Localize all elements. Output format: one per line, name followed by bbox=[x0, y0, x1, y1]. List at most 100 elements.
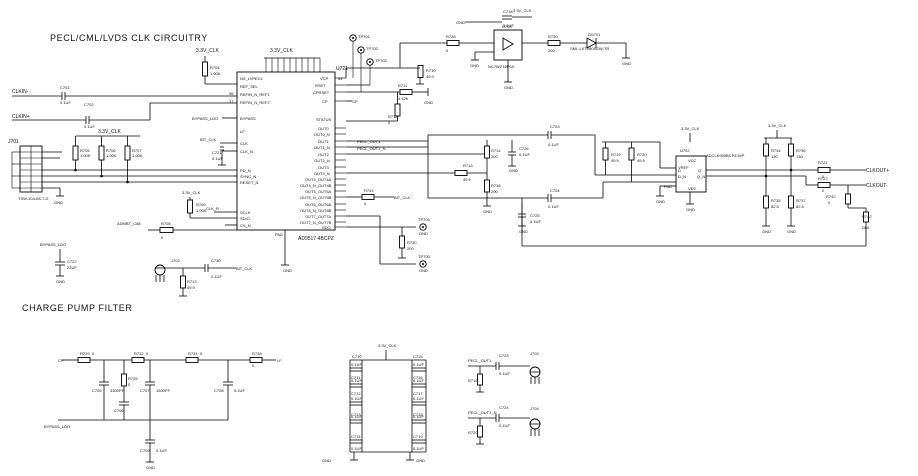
svg-text:R734: R734 bbox=[771, 148, 781, 153]
svg-text:PD_N: PD_N bbox=[240, 168, 251, 173]
svg-text:0: 0 bbox=[828, 200, 831, 205]
svg-text:64: 64 bbox=[338, 76, 343, 81]
svg-text:130: 130 bbox=[771, 154, 778, 159]
svg-text:0.1UF: 0.1UF bbox=[84, 124, 95, 129]
svg-text:200: 200 bbox=[491, 189, 498, 194]
svg-text:C722: C722 bbox=[67, 259, 77, 264]
svg-text:BIT_CLK: BIT_CLK bbox=[394, 195, 411, 200]
svg-text:PECL_OUT1_N: PECL_OUT1_N bbox=[357, 146, 386, 151]
svg-text:D_N: D_N bbox=[678, 174, 686, 179]
svg-text:GND: GND bbox=[762, 229, 771, 234]
j701-gnd: GND bbox=[54, 188, 64, 205]
svg-text:0.1UF: 0.1UF bbox=[519, 152, 530, 157]
test-points: TP701 TP702 TP703 TP704 GND TP705 GND bbox=[349, 34, 431, 273]
svg-text:C718: C718 bbox=[503, 9, 513, 14]
svg-text:C724: C724 bbox=[499, 405, 509, 410]
svg-text:C709: C709 bbox=[140, 448, 150, 453]
svg-text:0: 0 bbox=[92, 351, 95, 356]
svg-text:1500PF: 1500PF bbox=[156, 388, 171, 393]
svg-text:J702: J702 bbox=[171, 258, 180, 263]
svg-text:GND: GND bbox=[56, 279, 65, 284]
svg-text:0: 0 bbox=[252, 363, 255, 368]
svg-text:BYPASS_LDO: BYPASS_LDO bbox=[44, 424, 70, 429]
svg-text:DNI: DNI bbox=[862, 225, 869, 230]
svg-text:C711: C711 bbox=[351, 375, 361, 380]
svg-text:R730: R730 bbox=[548, 34, 558, 39]
svg-text:C730: C730 bbox=[211, 258, 221, 263]
svg-text:R713: R713 bbox=[187, 279, 197, 284]
svg-text:OUT5_OUT5A: OUT5_OUT5A bbox=[305, 189, 332, 194]
svg-text:0: 0 bbox=[388, 120, 391, 125]
svg-text:BIT_CLK: BIT_CLK bbox=[200, 137, 217, 142]
svg-text:C703: C703 bbox=[550, 124, 560, 129]
svg-text:0.1UF: 0.1UF bbox=[413, 378, 424, 383]
svg-text:R732: R732 bbox=[134, 351, 144, 356]
svg-text:VEE: VEE bbox=[688, 186, 696, 191]
svg-text:36: 36 bbox=[229, 91, 234, 96]
svg-text:CPRSET: CPRSET bbox=[313, 90, 330, 95]
svg-text:49.9: 49.9 bbox=[187, 285, 196, 290]
svg-text:C705: C705 bbox=[92, 388, 102, 393]
j701-header: J701 TSW-104-08-T-D bbox=[8, 139, 48, 201]
svg-text:GND: GND bbox=[519, 229, 528, 234]
ds701-ref: DS701 bbox=[588, 32, 601, 37]
svg-text:SYNC_N: SYNC_N bbox=[240, 174, 256, 179]
svg-text:OUT6_OUT6A: OUT6_OUT6A bbox=[305, 202, 332, 207]
tp705-label: TP705 bbox=[418, 254, 431, 259]
svg-text:VCP: VCP bbox=[320, 76, 329, 81]
svg-text:GND: GND bbox=[424, 100, 433, 105]
svg-text:3300PF: 3300PF bbox=[110, 388, 125, 393]
svg-text:D: D bbox=[678, 168, 681, 173]
svg-text:1.00K: 1.00K bbox=[106, 153, 117, 158]
svg-text:C714: C714 bbox=[351, 434, 361, 439]
svg-text:R742: R742 bbox=[826, 194, 836, 199]
svg-text:C702: C702 bbox=[84, 102, 94, 107]
svg-text:CLK_R: CLK_R bbox=[206, 206, 219, 211]
svg-text:U721: U721 bbox=[336, 66, 348, 72]
svg-text:RESET_N: RESET_N bbox=[240, 180, 259, 185]
svg-text:GND: GND bbox=[416, 458, 425, 463]
svg-text:C708: C708 bbox=[214, 388, 224, 393]
svg-text:U703: U703 bbox=[502, 24, 512, 29]
svg-text:R714: R714 bbox=[491, 148, 501, 153]
svg-text:3.3V_CLK: 3.3V_CLK bbox=[196, 48, 219, 54]
svg-text:0: 0 bbox=[822, 188, 825, 193]
svg-text:0.1UF: 0.1UF bbox=[548, 204, 559, 209]
svg-text:0.1UF: 0.1UF bbox=[351, 362, 362, 367]
svg-text:3.3V_CLK: 3.3V_CLK bbox=[513, 8, 532, 13]
svg-text:49.9: 49.9 bbox=[426, 74, 435, 79]
svg-text:PAD: PAD bbox=[275, 232, 283, 237]
tp704-label: TP704 bbox=[418, 217, 431, 222]
net-clkin-minus: CLKIN- bbox=[12, 89, 29, 95]
svg-text:R720: R720 bbox=[637, 152, 647, 157]
svg-text:CS_N: CS_N bbox=[240, 223, 251, 228]
svg-text:C701: C701 bbox=[60, 85, 70, 90]
svg-text:REF_SEL: REF_SEL bbox=[240, 84, 259, 89]
svg-text:0.1UF: 0.1UF bbox=[413, 414, 424, 419]
svg-text:R708: R708 bbox=[161, 221, 171, 226]
svg-text:C713: C713 bbox=[351, 412, 361, 417]
svg-text:C718: C718 bbox=[413, 412, 423, 417]
svg-text:C715: C715 bbox=[413, 354, 423, 359]
svg-text:0.1UF: 0.1UF bbox=[351, 378, 362, 383]
net-clkout-plus: CLKOUT+ bbox=[866, 168, 889, 174]
svg-text:PECL_OUT1: PECL_OUT1 bbox=[468, 358, 492, 363]
svg-text:CP: CP bbox=[352, 99, 358, 104]
svg-text:GND: GND bbox=[456, 20, 465, 25]
svg-text:3.3V_CLK: 3.3V_CLK bbox=[768, 123, 787, 128]
svg-text:1.00K: 1.00K bbox=[80, 153, 91, 158]
svg-text:R730: R730 bbox=[407, 240, 417, 245]
svg-text:SDIO: SDIO bbox=[240, 216, 250, 221]
svg-text:BYPASS_LDO: BYPASS_LDO bbox=[192, 116, 218, 121]
svg-text:BIT_CLK: BIT_CLK bbox=[236, 266, 253, 271]
svg-text:GND: GND bbox=[483, 209, 492, 214]
svg-text:R719: R719 bbox=[611, 152, 621, 157]
svg-text:1.00K: 1.00K bbox=[196, 208, 207, 213]
svg-text:VREF: VREF bbox=[678, 165, 689, 170]
svg-text:0.1UF: 0.1UF bbox=[530, 219, 541, 224]
svg-text:Q: Q bbox=[698, 168, 701, 173]
